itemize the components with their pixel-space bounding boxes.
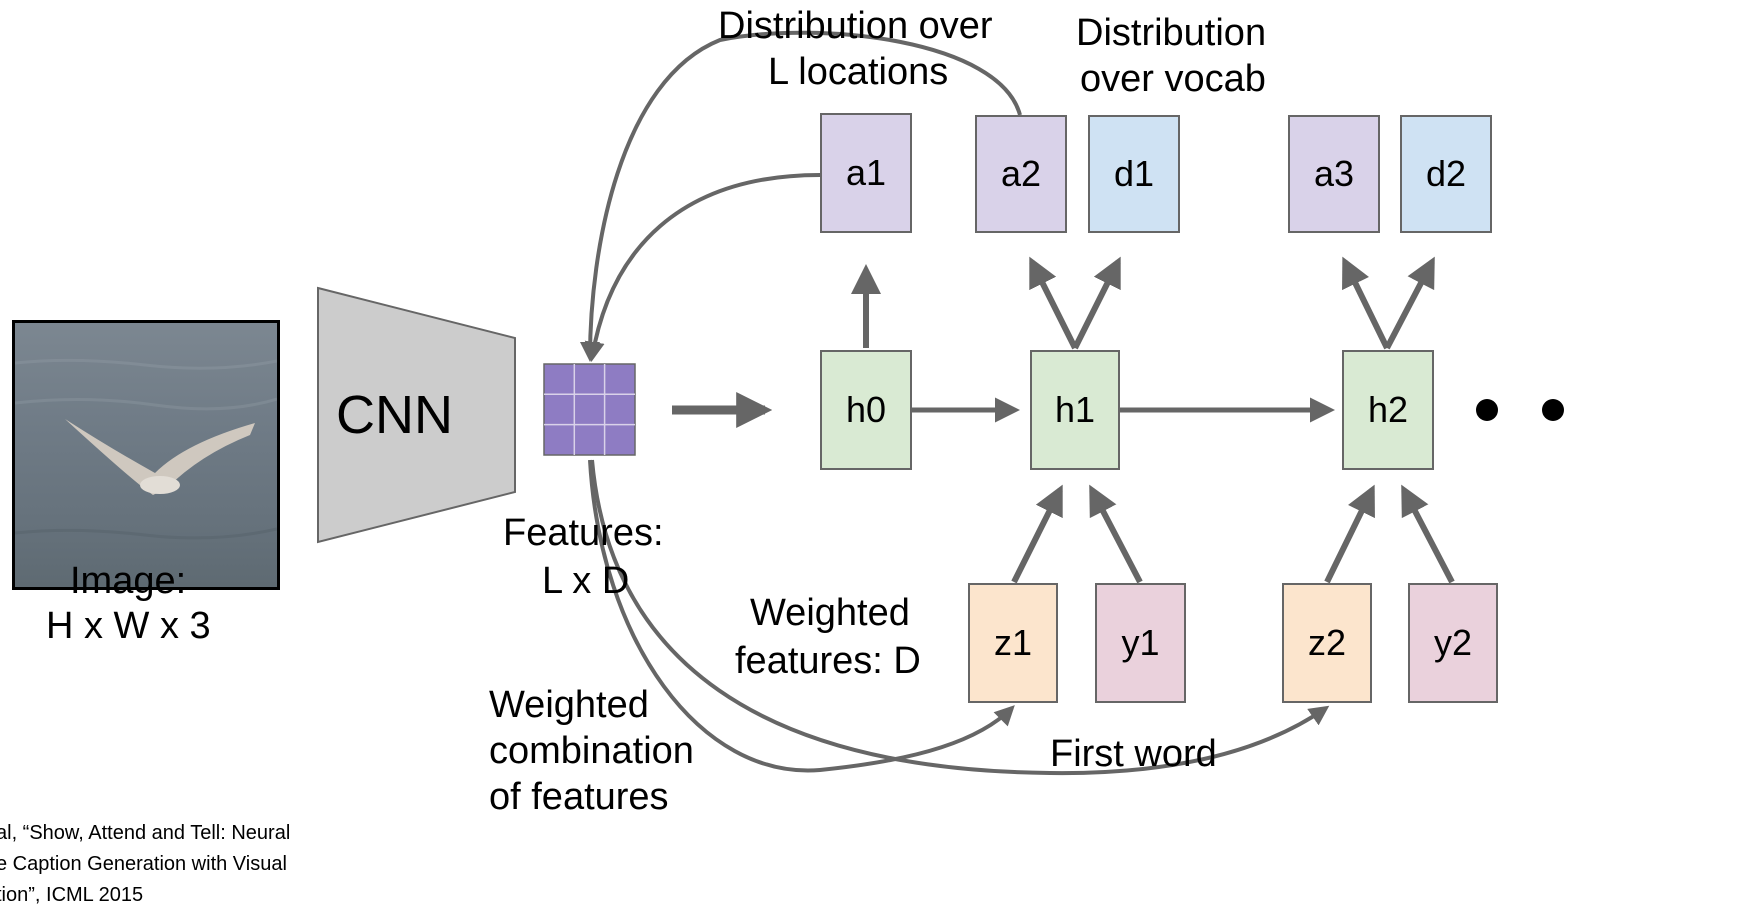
- input-image: [12, 320, 280, 590]
- citation-line3: tion”, ICML 2015: [0, 884, 144, 906]
- weighted-features-line1: Weighted: [750, 592, 910, 634]
- citation-line1: al, “Show, Attend and Tell: Neural: [0, 822, 291, 844]
- hidden-box-h0: h0: [820, 350, 912, 470]
- seagull-photo-icon: [15, 358, 277, 540]
- hidden-box-h1: h1: [1030, 350, 1120, 470]
- features-line1: Features:: [503, 512, 664, 554]
- word-box-y1: y1: [1095, 583, 1186, 703]
- hidden-box-h2: h2: [1342, 350, 1434, 470]
- attention-box-a3: a3: [1288, 115, 1380, 233]
- dist-vocab-line2: over vocab: [1080, 58, 1266, 100]
- word-box-y2: y2: [1408, 583, 1498, 703]
- cnn-label: CNN: [336, 385, 453, 445]
- weighted-comb-line1: Weighted: [489, 684, 649, 726]
- attention-box-a2: a2: [975, 115, 1067, 233]
- attention-box-a1: a1: [820, 113, 912, 233]
- weighted-box-z1: z1: [968, 583, 1058, 703]
- weighted-comb-line2: combination: [489, 730, 694, 772]
- dist-locations-line2: L locations: [768, 51, 949, 93]
- cnn-block: [317, 286, 516, 544]
- citation: al, “Show, Attend and Tell: Neural e Cap…: [0, 818, 290, 911]
- features-line2: L x D: [542, 560, 630, 602]
- first-word-label: First word: [1050, 733, 1217, 775]
- weighted-features-line2: features: D: [735, 640, 921, 682]
- dist-vocab-line1: Distribution: [1076, 12, 1267, 54]
- citation-line2: e Caption Generation with Visual: [0, 853, 287, 875]
- dist-locations-line1: Distribution over: [718, 5, 993, 47]
- feature-grid: [543, 363, 636, 456]
- vocab-box-d2: d2: [1400, 115, 1492, 233]
- image-dims-label: H x W x 3: [46, 605, 211, 647]
- weighted-box-z2: z2: [1282, 583, 1372, 703]
- image-label-line1: Image:: [70, 560, 187, 602]
- weighted-comb-line3: of features: [489, 776, 669, 818]
- image-label: Image:: [70, 560, 186, 604]
- vocab-box-d1: d1: [1088, 115, 1180, 233]
